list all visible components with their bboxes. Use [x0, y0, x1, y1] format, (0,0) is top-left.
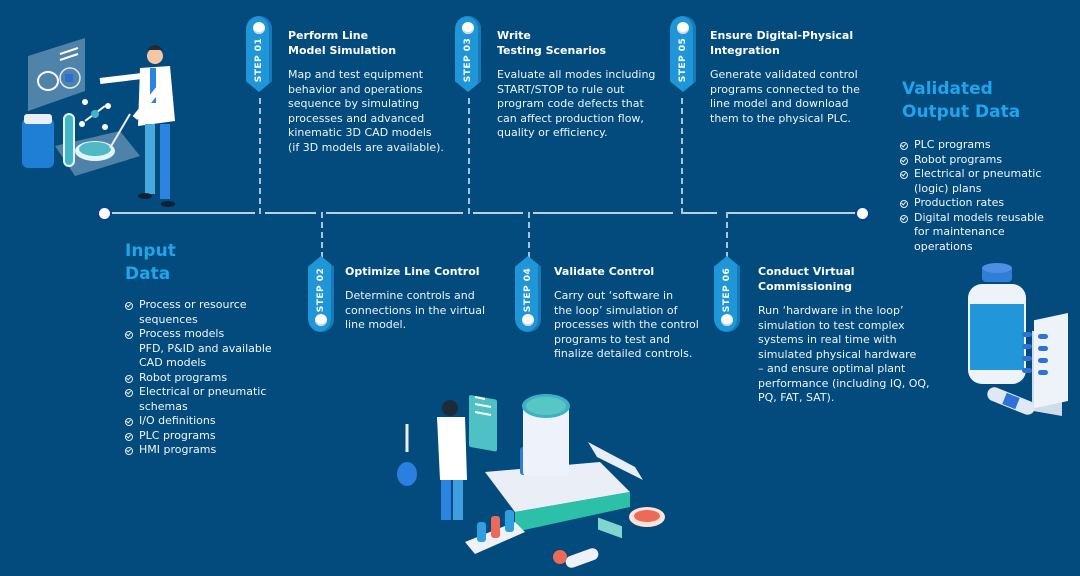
step-title: Optimize Line Control: [345, 265, 480, 278]
timeline-line: [104, 212, 862, 214]
output-data-list: PLC programs Robot programs Electrical o…: [900, 138, 1044, 254]
tag-hole-icon: [721, 314, 733, 326]
list-item: Digital models reusable for maintenance …: [900, 211, 1044, 255]
step-02: Optimize Line Control Determine controls…: [345, 264, 545, 333]
list-item: Electrical or pneumatic (logic) plans: [900, 167, 1044, 196]
step-title: Conduct Virtual Commissioning: [758, 265, 855, 293]
list-item: Electrical or pneumatic schemas: [125, 385, 272, 414]
step-description: Carry out ‘software in the loop’ simulat…: [554, 289, 699, 360]
check-circle-icon: [125, 432, 133, 441]
check-circle-icon: [900, 214, 908, 223]
list-item: Robot programs: [125, 371, 272, 386]
medicine-bottle-illustration: [968, 263, 1068, 416]
scientist-lab-illustration: [22, 38, 175, 207]
step-03: Write Testing Scenarios Evaluate all mod…: [497, 28, 697, 141]
list-item: Robot programs: [900, 153, 1044, 168]
tag-hole-icon: [462, 22, 474, 34]
step-01: Perform Line Model Simulation Map and te…: [288, 28, 488, 155]
check-circle-icon: [900, 171, 908, 179]
tag-hole-icon: [677, 22, 689, 34]
lab-equipment-illustration: [397, 394, 665, 568]
output-data-title: Validated Output Data: [902, 79, 1021, 122]
step-04: Validate Control Carry out ‘software in …: [554, 264, 754, 362]
connector-step-03: [468, 98, 470, 214]
tag-hole-icon: [253, 22, 265, 34]
input-data-list: Process or resource sequences Process mo…: [125, 298, 272, 458]
step-title: Perform Line Model Simulation: [288, 29, 397, 57]
connector-step-01: [259, 98, 261, 214]
step-title: Validate Control: [554, 265, 655, 278]
check-circle-icon: [125, 302, 133, 310]
step-05-tag: STEP 05: [670, 16, 696, 92]
step-06-tag: STEP 06: [714, 256, 740, 332]
check-circle-icon: [125, 447, 133, 455]
check-circle-icon: [125, 389, 133, 397]
step-description: Map and test equipment behavior and oper…: [288, 68, 444, 154]
step-description: Generate validated control programs conn…: [710, 68, 860, 125]
step-description: Determine controls and connections in th…: [345, 289, 486, 331]
step-description: Run ‘hardware in the loop’ simulation to…: [758, 304, 930, 404]
list-item: Process or resource sequences: [125, 298, 272, 327]
tag-hole-icon: [522, 314, 534, 326]
check-circle-icon: [900, 156, 908, 165]
connector-step-04: [528, 212, 530, 258]
list-item: I/O definitions: [125, 414, 272, 429]
step-02-tag: STEP 02: [308, 256, 334, 332]
step-01-tag: STEP 01: [246, 16, 272, 92]
timeline-start-dot: [97, 206, 112, 221]
step-06: Conduct Virtual Commissioning Run ‘hardw…: [758, 264, 958, 406]
timeline-end-dot: [855, 206, 870, 221]
step-title: Ensure Digital-Physical Integration: [710, 29, 854, 57]
tag-hole-icon: [315, 314, 327, 326]
step-03-tag: STEP 03: [455, 16, 481, 92]
list-item: HMI programs: [125, 443, 272, 458]
check-circle-icon: [900, 200, 908, 208]
list-item: PLC programs: [125, 429, 272, 444]
step-05: Ensure Digital-Physical Integration Gene…: [710, 28, 910, 126]
check-circle-icon: [125, 331, 133, 339]
list-item: PLC programs: [900, 138, 1044, 153]
connector-step-06: [726, 212, 728, 258]
step-title: Write Testing Scenarios: [497, 29, 607, 57]
connector-step-02: [321, 212, 323, 258]
check-circle-icon: [125, 374, 133, 383]
check-circle-icon: [900, 142, 908, 150]
step-04-tag: STEP 04: [515, 256, 541, 332]
list-item: Process models PFD, P&ID and available C…: [125, 327, 272, 371]
step-description: Evaluate all modes including START/STOP …: [497, 68, 656, 139]
input-data-title: Input Data: [125, 241, 176, 284]
list-item: Production rates: [900, 196, 1044, 211]
connector-step-05: [681, 98, 683, 214]
check-circle-icon: [125, 418, 133, 426]
